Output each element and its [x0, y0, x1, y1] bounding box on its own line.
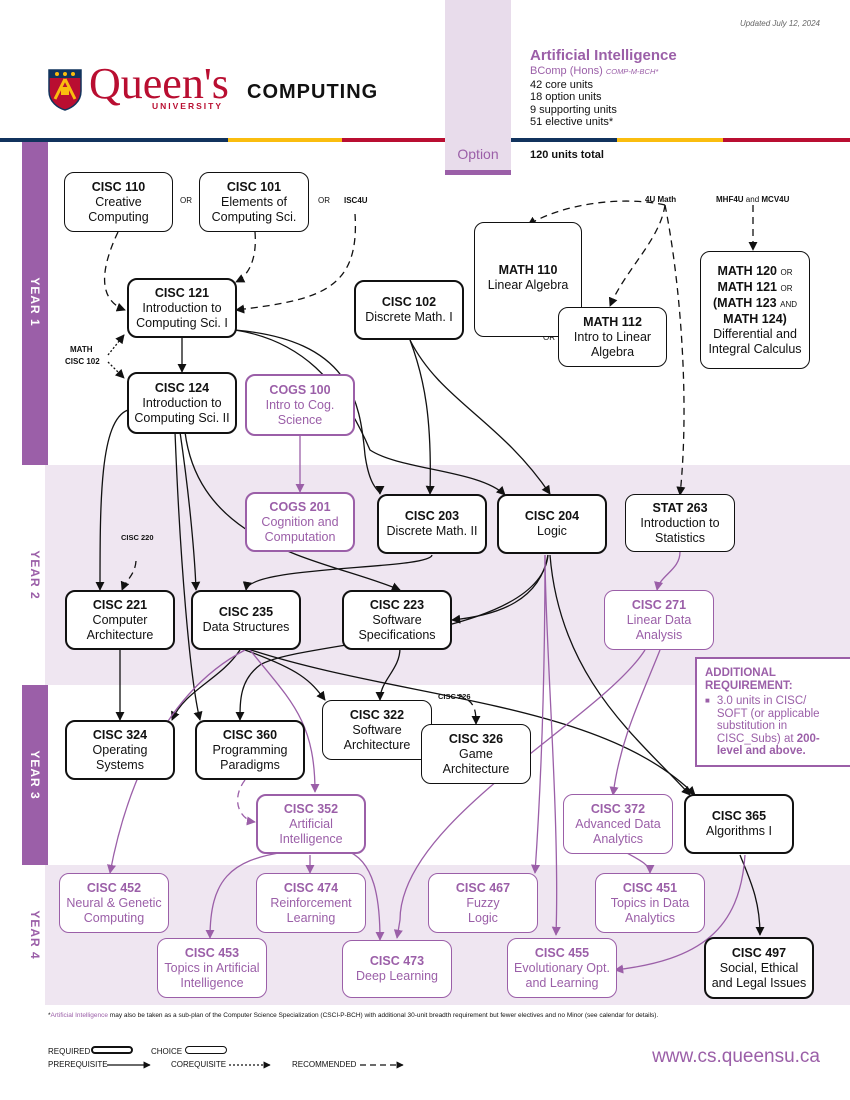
header-stripe-right	[511, 138, 850, 142]
mhf4u-label: MHF4U and MCV4U	[716, 195, 790, 204]
year-3-bar	[22, 685, 48, 865]
program-info: Artificial Intelligence BComp (Hons) COM…	[530, 47, 830, 129]
program-degree: BComp (Hons) COMP-M-BCH*	[530, 65, 659, 77]
legend-arrows	[107, 1061, 404, 1069]
units-total: 120 units total	[530, 149, 604, 161]
legend-required-swatch	[91, 1046, 133, 1054]
legend-choice-swatch	[185, 1046, 227, 1054]
program-title: Artificial Intelligence	[530, 47, 677, 64]
math-coreq-label: MATH	[70, 345, 93, 354]
legend-required: REQUIRED	[48, 1047, 91, 1056]
footnote: *Artificial Intelligence may also be tak…	[48, 1012, 659, 1019]
queens-wordmark: Queen's	[89, 59, 229, 108]
department-name: COMPUTING	[247, 81, 379, 103]
legend-corequisite: COREQUISITE	[171, 1060, 227, 1069]
cisc102-coreq-label: CISC 102	[65, 357, 100, 366]
or-label-math: OR	[543, 333, 555, 342]
website-link[interactable]: www.cs.queensu.ca	[652, 1046, 820, 1067]
units-core: 42 core units	[530, 78, 593, 91]
additional-title-2: REQUIREMENT:	[705, 679, 793, 692]
course-math120[interactable]: MATH 120 OR MATH 121 OR (MATH 123 AND MA…	[700, 251, 810, 369]
university-wordmark: UNIVERSITY	[152, 101, 224, 111]
updated-date: Updated July 12, 2024	[739, 19, 820, 28]
header-stripe-left	[0, 138, 445, 142]
units-supporting: 9 supporting units	[530, 103, 617, 116]
units-option: 18 option units	[530, 91, 602, 103]
u4-math-label: 4U Math	[645, 195, 677, 204]
legend-choice: CHOICE	[151, 1047, 183, 1056]
units-elective: 51 elective units*	[530, 116, 614, 128]
legend-recommended: RECOMMENDED	[292, 1060, 357, 1069]
year-1-bar	[22, 140, 48, 465]
queens-crest-icon	[48, 69, 82, 116]
additional-requirement-box: ADDITIONAL REQUIREMENT: ■ 3.0 units in C…	[695, 657, 850, 767]
cisc226-label: CISC 226	[438, 692, 471, 701]
additional-bullet: ■ 3.0 units in CISC/ SOFT (or applicable…	[705, 695, 820, 757]
legend-prerequisite: PREREQUISITE	[48, 1060, 108, 1069]
option-tab	[445, 0, 511, 170]
or-label-1: OR	[180, 196, 192, 205]
isc4u-label: ISC4U	[344, 196, 368, 205]
cisc220-label: CISC 220	[121, 533, 154, 542]
option-tab-underline	[445, 170, 511, 175]
or-label-2: OR	[318, 196, 330, 205]
additional-title-1: ADDITIONAL	[705, 667, 776, 679]
option-label: Option	[457, 146, 499, 162]
